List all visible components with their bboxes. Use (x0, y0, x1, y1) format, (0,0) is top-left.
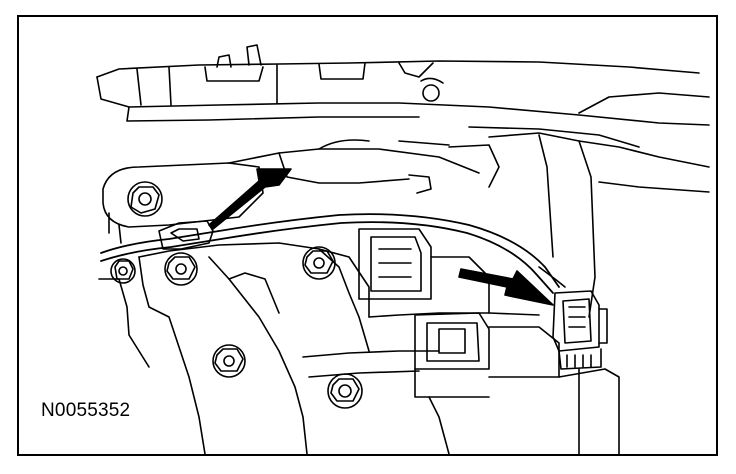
bolt-lower-left (213, 345, 245, 377)
bolt-center (303, 247, 335, 279)
engine-wiring-illustration (19, 17, 716, 454)
arrow-pointer-clip (209, 169, 291, 229)
bolt-center-left (165, 253, 197, 285)
bolt-upper-left (128, 182, 162, 216)
arrow-pointer-connector (459, 269, 553, 305)
electrical-connector (539, 267, 607, 369)
upper-bracket (103, 163, 263, 243)
sensor-housing (415, 313, 559, 397)
wiring-harness (101, 214, 559, 293)
upper-housing (97, 45, 709, 147)
figure-frame: N0055352 (17, 15, 718, 456)
transmission-case (399, 133, 709, 317)
harness-clip (159, 221, 213, 249)
bolt-lower-center (328, 374, 362, 408)
valve-body (359, 229, 489, 313)
bolt-left (111, 259, 135, 283)
figure-id-label: N0055352 (41, 400, 131, 421)
oil-pan (429, 369, 619, 454)
